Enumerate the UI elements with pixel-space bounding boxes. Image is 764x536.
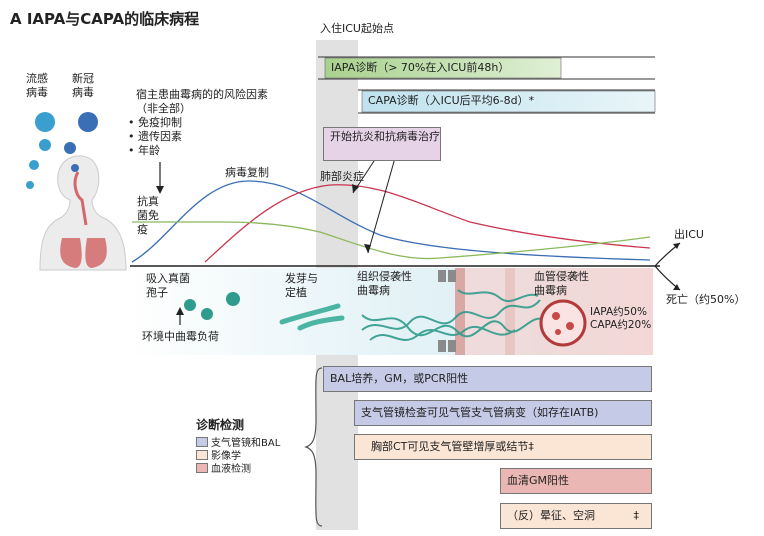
figure-title: A IAPA与CAPA的临床病程 [10, 10, 200, 28]
capa-diagnosis-box: CAPA诊断（入ICU后平均6-8d）* [368, 94, 535, 107]
test-bronchoscopy-lesion: 支气管镜检查可见气管支气管病变（如存在IATB) [354, 400, 652, 426]
tissue-hyphae [361, 289, 546, 341]
risk-subtitle: （非全部） [136, 102, 191, 115]
epithelium-cells [438, 270, 456, 352]
flu-virus-label: 流感病毒 [26, 72, 48, 99]
risk-item: • 免疫抑制 [128, 116, 182, 129]
antifungal-immunity-label: 抗真菌免疫 [137, 195, 159, 236]
inflammation-curve [204, 184, 651, 263]
diagnostics-brace [304, 367, 323, 527]
iapa-box-fill [324, 57, 562, 79]
legend-swatch [196, 450, 208, 460]
risk-factors: 宿主患曲霉病的的风险因素 （非全部） • 免疫抑制 • 遗传因素 • 年龄 [128, 88, 268, 158]
capa-box-fill [361, 90, 656, 113]
icu-start-label: 入住ICU起始点 [320, 22, 394, 35]
pneumonia-label: 肺部炎症 [320, 170, 364, 183]
test-chest-ct: 胸部CT可见支气管壁增厚或结节‡ [354, 434, 652, 460]
test-halo-sign: （反）晕征、空洞‡ [500, 503, 652, 529]
germination-label: 发芽与定植 [285, 272, 318, 299]
legend-bronchoscopy: 支气管镜和BAL [196, 434, 280, 449]
blood-vessel [539, 299, 587, 347]
germinating-hyphae [279, 303, 345, 331]
fungal-spores [184, 292, 240, 320]
legend-blood-test: 血液检测 [196, 460, 251, 475]
vessel-wall-left [455, 268, 465, 355]
risk-title: 宿主患曲霉病的的风险因素 [136, 88, 268, 101]
inhale-spores-label: 吸入真菌孢子 [146, 272, 190, 299]
human-illustration [39, 155, 127, 271]
virus-particles [26, 112, 98, 189]
iapa-diagnosis-box: IAPA诊断（> 70%在入ICU前48h） [331, 61, 510, 74]
environment-load-label: 环境中曲霉负荷 [142, 330, 219, 343]
viral-replication-curve [131, 180, 651, 263]
icu-discharge-label: 出ICU [674, 228, 704, 241]
treatment-box: 开始抗炎和抗病毒治疗 [323, 127, 441, 161]
viral-replication-label: 病毒复制 [225, 166, 269, 179]
legend-swatch [196, 463, 208, 473]
risk-item: • 年龄 [128, 144, 160, 157]
legend-imaging: 影像学 [196, 447, 241, 462]
antifungal-immunity-curve [132, 221, 651, 260]
death-label: 死亡（约50%） [666, 293, 746, 306]
diagnostics-title: 诊断检测 [196, 418, 245, 432]
risk-item: • 遗传因素 [128, 130, 182, 143]
test-serum-gm: 血清GM阳性 [500, 468, 652, 494]
tissue-invasive-label: 组织侵袭性曲霉病 [357, 270, 412, 297]
test-bal-positive: BAL培养，GM，或PCR阳性 [323, 366, 652, 392]
mortality-label: IAPA约50% CAPA约20% [590, 306, 652, 331]
vessel-wall-right [505, 268, 515, 355]
covid-virus-label: 新冠病毒 [72, 72, 94, 99]
dagger-mark: ‡ [633, 509, 640, 522]
legend-swatch [196, 437, 208, 447]
vascular-invasive-label: 血管侵袭性曲霉病 [534, 270, 589, 297]
